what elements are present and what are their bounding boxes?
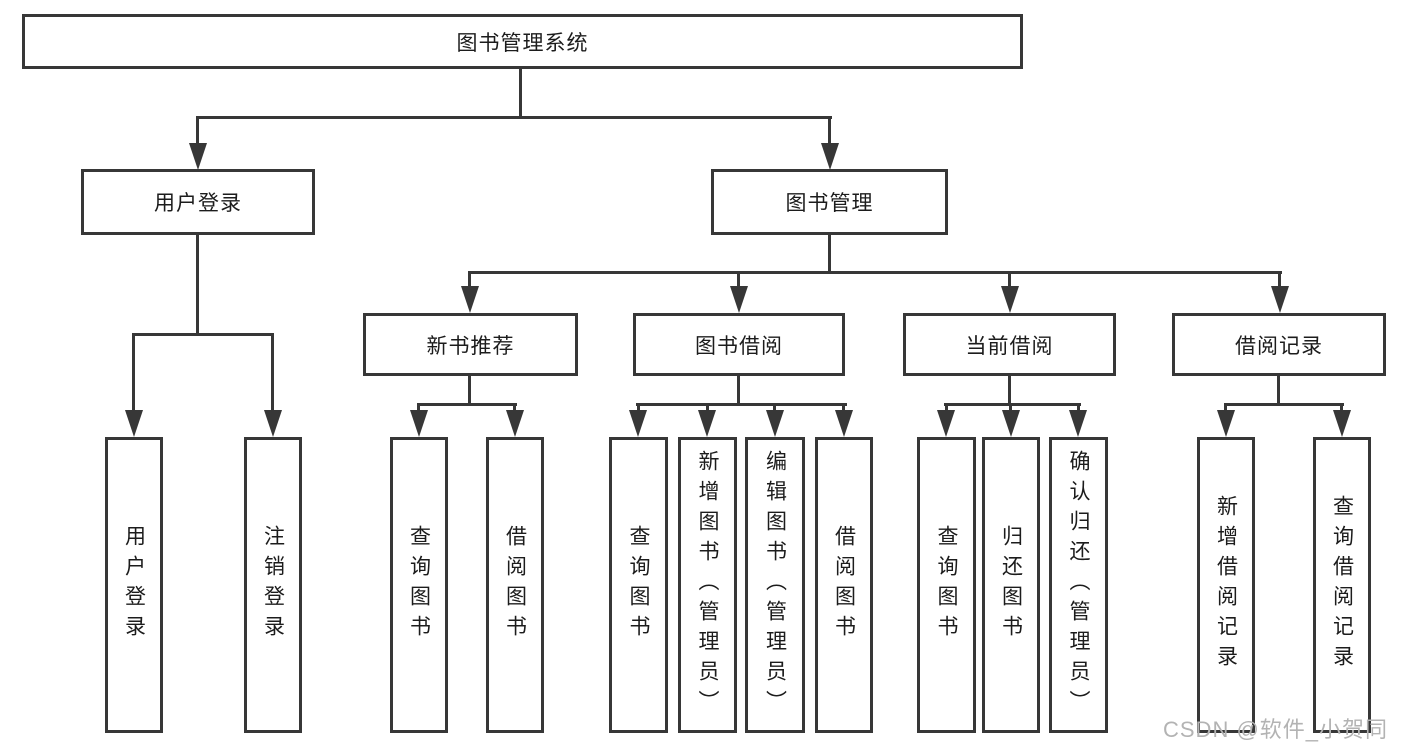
node-borrowing-records: 借阅记录 bbox=[1172, 313, 1386, 376]
connector-drop bbox=[1077, 403, 1080, 415]
connector-bus bbox=[1224, 403, 1344, 406]
leaf-logout: 注销登录 bbox=[244, 437, 302, 733]
connector-drop bbox=[1009, 403, 1012, 415]
connector-drop bbox=[945, 403, 948, 415]
leaf-add-borrow-record: 新增借阅记录 bbox=[1197, 437, 1255, 733]
connector-drop bbox=[1008, 271, 1011, 291]
node-book-borrowing: 图书借阅 bbox=[633, 313, 845, 376]
leaf-add-books-admin: 新增图书（管理员） bbox=[678, 437, 737, 733]
node-new-book-recommendation: 新书推荐 bbox=[363, 313, 578, 376]
arrowhead-down bbox=[1001, 286, 1019, 313]
connector-level3-bus bbox=[468, 271, 1282, 274]
arrowhead-down bbox=[189, 143, 207, 170]
connector-stem bbox=[468, 374, 471, 406]
connector-drop bbox=[842, 403, 845, 415]
connector-stem bbox=[1277, 374, 1280, 406]
connector-stem bbox=[828, 234, 831, 274]
node-user-login: 用户登录 bbox=[81, 169, 315, 235]
leaf-query-books: 查询图书 bbox=[917, 437, 976, 733]
csdn-watermark: CSDN @软件_小贺同学 bbox=[1163, 717, 1389, 742]
leaf-borrow-books: 借阅图书 bbox=[486, 437, 544, 733]
connector-stem bbox=[196, 234, 199, 336]
connector-bus bbox=[944, 403, 1081, 406]
connector-drop bbox=[637, 403, 640, 415]
arrowhead-down bbox=[629, 410, 647, 437]
arrowhead-down bbox=[698, 410, 716, 437]
connector-drop bbox=[706, 403, 709, 415]
connector-bus bbox=[417, 403, 517, 406]
leaf-query-borrow-record: 查询借阅记录 bbox=[1313, 437, 1371, 733]
connector-level2-bus bbox=[196, 116, 832, 119]
connector-drop bbox=[1340, 403, 1343, 415]
arrowhead-down bbox=[1217, 410, 1235, 437]
arrowhead-down bbox=[125, 410, 143, 437]
connector-drop bbox=[1224, 403, 1227, 415]
arrowhead-down bbox=[1333, 410, 1351, 437]
leaf-user-login: 用户登录 bbox=[105, 437, 163, 733]
connector-drop bbox=[513, 403, 516, 415]
node-current-borrowing: 当前借阅 bbox=[903, 313, 1116, 376]
node-library-management-system: 图书管理系统 bbox=[22, 14, 1023, 69]
connector-stem bbox=[1008, 374, 1011, 406]
arrowhead-down bbox=[1002, 410, 1020, 437]
arrowhead-down bbox=[1069, 410, 1087, 437]
arrowhead-down bbox=[835, 410, 853, 437]
connector-drop bbox=[417, 403, 420, 415]
connector-bus bbox=[132, 333, 274, 336]
connector-bus bbox=[636, 403, 847, 406]
arrowhead-down bbox=[766, 410, 784, 437]
connector-drop bbox=[468, 271, 471, 291]
connector-drop bbox=[773, 403, 776, 415]
arrowhead-down bbox=[1271, 286, 1289, 313]
arrowhead-down bbox=[506, 410, 524, 437]
leaf-query-books: 查询图书 bbox=[390, 437, 448, 733]
leaf-borrow-books: 借阅图书 bbox=[815, 437, 873, 733]
connector-drop bbox=[196, 116, 199, 148]
arrowhead-down bbox=[461, 286, 479, 313]
connector-drop bbox=[737, 271, 740, 291]
leaf-edit-books-admin: 编辑图书（管理员） bbox=[745, 437, 805, 733]
connector-drop bbox=[1278, 271, 1281, 291]
arrowhead-down bbox=[937, 410, 955, 437]
leaf-query-books: 查询图书 bbox=[609, 437, 668, 733]
arrowhead-down bbox=[821, 143, 839, 170]
connector-root-stem bbox=[519, 67, 522, 119]
connector-drop bbox=[132, 333, 135, 413]
arrowhead-down bbox=[730, 286, 748, 313]
node-book-management: 图书管理 bbox=[711, 169, 948, 235]
connector-stem bbox=[737, 374, 740, 406]
arrowhead-down bbox=[410, 410, 428, 437]
connector-drop bbox=[271, 333, 274, 413]
leaf-return-books: 归还图书 bbox=[982, 437, 1040, 733]
connector-drop bbox=[828, 116, 831, 148]
leaf-confirm-return-admin: 确认归还（管理员） bbox=[1049, 437, 1108, 733]
arrowhead-down bbox=[264, 410, 282, 437]
